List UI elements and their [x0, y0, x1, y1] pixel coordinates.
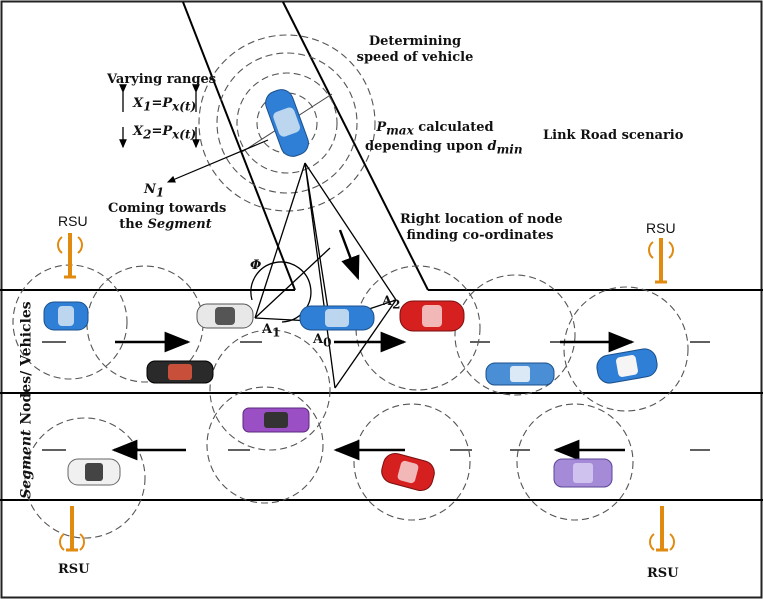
car-icon: [399, 300, 465, 332]
dmin-subscript: min: [496, 142, 523, 157]
determining-line-2: speed of vehicle: [356, 50, 474, 65]
x1-rhs: =P: [151, 96, 173, 111]
determining-speed-label: Determining speed of vehicle: [350, 34, 480, 66]
right-location-label: Right location of node finding co-ordina…: [400, 212, 563, 244]
x1-subscript: 1: [143, 99, 152, 114]
coming-line-2: the Segment: [108, 217, 223, 233]
coming-the: the: [119, 217, 148, 232]
x1-symbol: X: [133, 96, 144, 111]
car-icon: [196, 303, 254, 329]
rsu-tower-icon: [57, 233, 83, 279]
a2-subscript: 2: [392, 297, 401, 312]
a1-subscript: 1: [272, 325, 281, 340]
pmax-label: Pmax calculated depending upon dmin: [365, 120, 523, 158]
rsu-label-top-left: RSU: [58, 213, 88, 229]
car-icon: [67, 458, 121, 486]
car-icon: [299, 305, 375, 331]
rsu-label-bottom-right: RSU: [647, 566, 679, 581]
n1-direction-arrow: [166, 139, 269, 183]
link-road-left-edge: [182, 1, 296, 291]
coming-towards-label: Coming towards the Segment: [108, 201, 227, 233]
car-icon: [242, 407, 310, 433]
side-segment-word: Segment: [18, 429, 35, 499]
car-icon: [146, 360, 214, 384]
pmax-symbol: P: [376, 120, 387, 135]
rsu-tower-icon: [59, 506, 85, 552]
car-icon: [596, 348, 658, 384]
n1-symbol: N: [144, 182, 156, 197]
car-icon: [265, 89, 309, 157]
range-circles: [12, 34, 689, 539]
link-road-scenario-label: Link Road scenario: [543, 128, 684, 143]
car-icon: [553, 458, 613, 488]
side-rest-words: Nodes/ Vehicles: [18, 301, 35, 430]
rsu-tower-icon: [649, 506, 675, 552]
x1-rhs-subscript: x(t): [172, 99, 197, 114]
pmax-line-1: Pmax calculated: [365, 120, 505, 139]
depending-text: depending upon: [365, 138, 488, 154]
x2-rhs: =P: [151, 124, 173, 139]
car-icon: [381, 452, 435, 492]
varying-ranges-label: Varying ranges: [107, 72, 217, 87]
n1-label: N1: [144, 182, 164, 201]
a0-label: A0: [313, 332, 331, 351]
link-vehicle-heading-arrow: [338, 229, 360, 281]
x2-subscript: 2: [143, 127, 152, 142]
varying-range-arrows: [119, 84, 200, 149]
pmax-subscript: max: [386, 123, 414, 138]
triangulation-lines: [250, 162, 397, 389]
right-location-line-1: Right location of node: [400, 212, 563, 227]
a2-symbol: A: [382, 294, 393, 309]
right-location-line-2: finding co-ordinates: [406, 228, 554, 243]
link-road-right-edge: [282, 1, 429, 291]
rsu-label-bottom-left: RSU: [58, 562, 90, 577]
determining-line-1: Determining: [368, 34, 462, 49]
rsu-label-top-right: RSU: [646, 220, 676, 236]
a0-symbol: A: [313, 332, 324, 347]
a2-label: A2: [382, 294, 400, 313]
x2-rhs-subscript: x(t): [172, 127, 197, 142]
car-icon: [43, 301, 89, 331]
a1-symbol: A: [262, 322, 273, 337]
x2-formula: X2=Px(t): [133, 124, 196, 143]
pmax-line-2: depending upon dmin: [365, 138, 523, 158]
dmin-symbol: d: [487, 138, 497, 154]
car-icon: [485, 362, 555, 386]
phi-label: Φ: [250, 258, 262, 273]
pmax-rest: calculated: [413, 120, 494, 135]
x1-formula: X1=Px(t): [133, 96, 196, 115]
segment-nodes-vertical-label: Segment Nodes/ Vehicles: [19, 301, 35, 498]
x2-symbol: X: [133, 124, 144, 139]
coming-segment: Segment: [147, 217, 212, 232]
coming-line-1: Coming towards: [108, 201, 227, 216]
a1-label: A1: [262, 322, 280, 341]
a0-subscript: 0: [323, 335, 332, 350]
rsu-tower-icon: [648, 238, 674, 284]
n1-subscript: 1: [155, 185, 165, 200]
traffic-arrows: [111, 331, 635, 461]
